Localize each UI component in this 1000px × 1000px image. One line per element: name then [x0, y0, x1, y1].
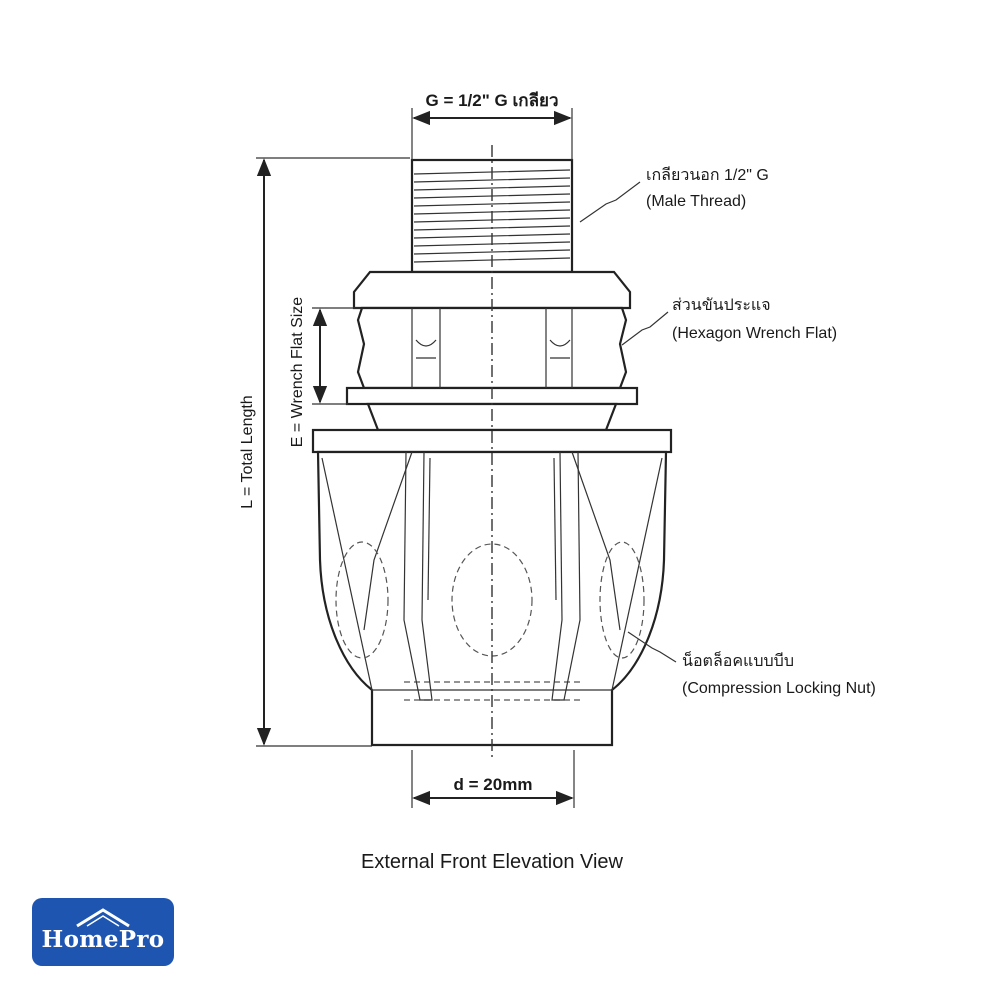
locking-nut-callout: น็อตล็อคแบบบีบ (Compression Locking Nut)	[627, 631, 876, 697]
pipe-diameter-dimension: d = 20mm	[411, 750, 575, 808]
logo-text: HomePro	[41, 926, 165, 953]
wrench-flat-en: (Hexagon Wrench Flat)	[672, 325, 837, 342]
male-thread-th: เกลียวนอก 1/2" G	[646, 166, 769, 184]
locking-nut-en: (Compression Locking Nut)	[682, 680, 876, 697]
house-roof-icon	[76, 908, 130, 928]
total-length-dimension: L = Total Length	[239, 157, 410, 747]
male-thread-en: (Male Thread)	[646, 193, 746, 210]
male-thread-callout: เกลียวนอก 1/2" G (Male Thread)	[579, 166, 769, 223]
wrench-flat-dimension: E = Wrench Flat Size	[289, 297, 360, 448]
wrench-flat-th: ส่วนขันประแจ	[672, 297, 771, 314]
locking-nut-th: น็อตล็อคแบบบีบ	[682, 650, 794, 670]
homepro-logo: HomePro	[32, 898, 174, 966]
total-length-label: L = Total Length	[239, 395, 256, 508]
compression-locking-nut	[311, 428, 673, 747]
wrench-flat-callout: ส่วนขันประแจ (Hexagon Wrench Flat)	[621, 297, 837, 346]
pipe-diameter-label: d = 20mm	[454, 775, 533, 794]
thread-size-dimension: G = 1/2" G เกลียว	[411, 90, 573, 160]
thread-size-label: G = 1/2" G เกลียว	[426, 90, 559, 110]
wrench-flat-label: E = Wrench Flat Size	[289, 297, 306, 448]
diagram-caption: External Front Elevation View	[361, 851, 624, 873]
